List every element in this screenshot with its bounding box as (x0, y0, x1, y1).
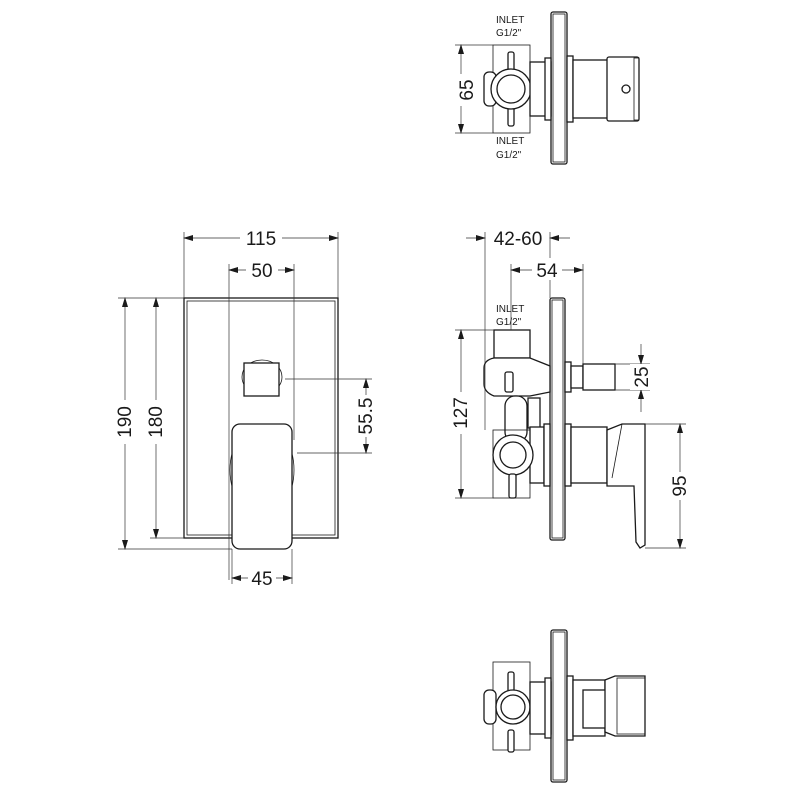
dim-54: 54 (536, 261, 558, 282)
inlet-label-top-1: INLET (496, 15, 524, 26)
dim-45: 45 (251, 569, 272, 590)
dim-115: 115 (246, 229, 276, 250)
dim-127: 127 (451, 397, 472, 429)
dim-25: 25 (632, 366, 653, 387)
dim-65: 65 (457, 79, 478, 100)
inlet-label-1: INLET (496, 304, 524, 315)
dim-55-5: 55.5 (356, 398, 377, 435)
dim-190: 190 (115, 406, 136, 438)
bottom-view (483, 629, 646, 783)
dim-95: 95 (670, 475, 691, 496)
dim-180: 180 (146, 406, 167, 438)
dim-42-60: 42-60 (494, 229, 543, 250)
top-view: 65 INLET G1/2" INLET G1/2" (448, 11, 640, 165)
side-view: 42-60 54 127 25 95 INLET G1/2" (450, 229, 693, 549)
inlet-label-2: G1/2" (496, 317, 522, 328)
inlet-label-top-2: G1/2" (496, 28, 522, 39)
front-view: 115 50 190 180 55.5 45 (114, 226, 379, 590)
inlet-label-bottom-2: G1/2" (496, 150, 522, 161)
dim-50: 50 (251, 261, 272, 282)
inlet-label-bottom-1: INLET (496, 136, 524, 147)
